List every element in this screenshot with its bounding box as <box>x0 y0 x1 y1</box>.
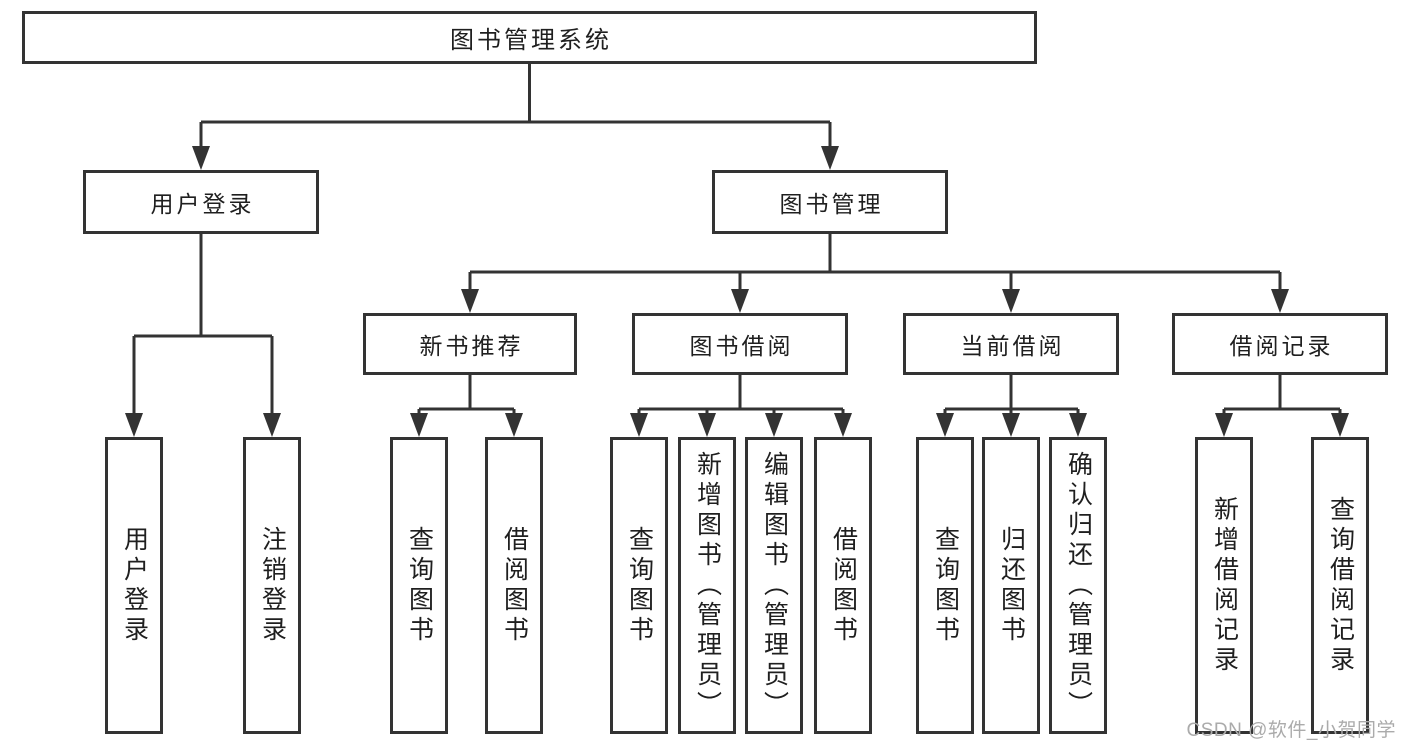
leaf-user-login: 用户登录 <box>105 437 163 734</box>
node-book-management: 图书管理 <box>712 170 948 234</box>
node-label: 新增借阅记录 <box>1210 495 1239 676</box>
leaf-query-books-recommend: 查询图书 <box>390 437 448 734</box>
arrowhead-marks <box>125 146 1349 437</box>
node-user-login: 用户登录 <box>83 170 319 234</box>
node-label: 用户登录 <box>150 191 255 217</box>
node-borrow-records: 借阅记录 <box>1172 313 1388 375</box>
leaf-add-book-admin: 新增图书（管理员） <box>678 437 736 734</box>
node-label: 查询图书 <box>625 525 654 646</box>
node-label: 新书推荐 <box>419 333 524 359</box>
node-label: 用户登录 <box>120 525 149 646</box>
leaf-borrow-books-borrow: 借阅图书 <box>814 437 872 734</box>
leaf-borrow-books-recommend: 借阅图书 <box>485 437 543 734</box>
node-root: 图书管理系统 <box>22 11 1037 64</box>
leaf-query-borrow-record: 查询借阅记录 <box>1311 437 1369 734</box>
node-label: 查询图书 <box>931 525 960 646</box>
node-current-borrow: 当前借阅 <box>903 313 1119 375</box>
node-new-book-recommend: 新书推荐 <box>363 313 577 375</box>
node-label: 归还图书 <box>997 525 1026 646</box>
node-label: 编辑图书（管理员） <box>760 450 789 721</box>
node-label: 查询借阅记录 <box>1326 495 1355 676</box>
leaf-query-books-current: 查询图书 <box>916 437 974 734</box>
node-label: 当前借阅 <box>960 333 1065 359</box>
leaf-add-borrow-record: 新增借阅记录 <box>1195 437 1253 734</box>
node-label: 借阅图书 <box>500 525 529 646</box>
node-label: 图书借阅 <box>689 333 794 359</box>
node-label: 确认归还（管理员） <box>1064 450 1093 721</box>
leaf-edit-book-admin: 编辑图书（管理员） <box>745 437 803 734</box>
node-book-borrow: 图书借阅 <box>632 313 848 375</box>
leaf-logout: 注销登录 <box>243 437 301 734</box>
leaf-return-books: 归还图书 <box>982 437 1040 734</box>
node-label: 图书管理 <box>779 191 884 217</box>
node-label: 查询图书 <box>405 525 434 646</box>
watermark: CSDN @软件_小贺同学 <box>1186 720 1396 741</box>
node-label: 借阅图书 <box>829 525 858 646</box>
node-label: 新增图书（管理员） <box>693 450 722 721</box>
node-label: 借阅记录 <box>1229 333 1334 359</box>
node-label: 图书管理系统 <box>450 27 612 54</box>
leaf-query-books-borrow: 查询图书 <box>610 437 668 734</box>
node-label: 注销登录 <box>258 525 287 646</box>
leaf-confirm-return-admin: 确认归还（管理员） <box>1049 437 1107 734</box>
